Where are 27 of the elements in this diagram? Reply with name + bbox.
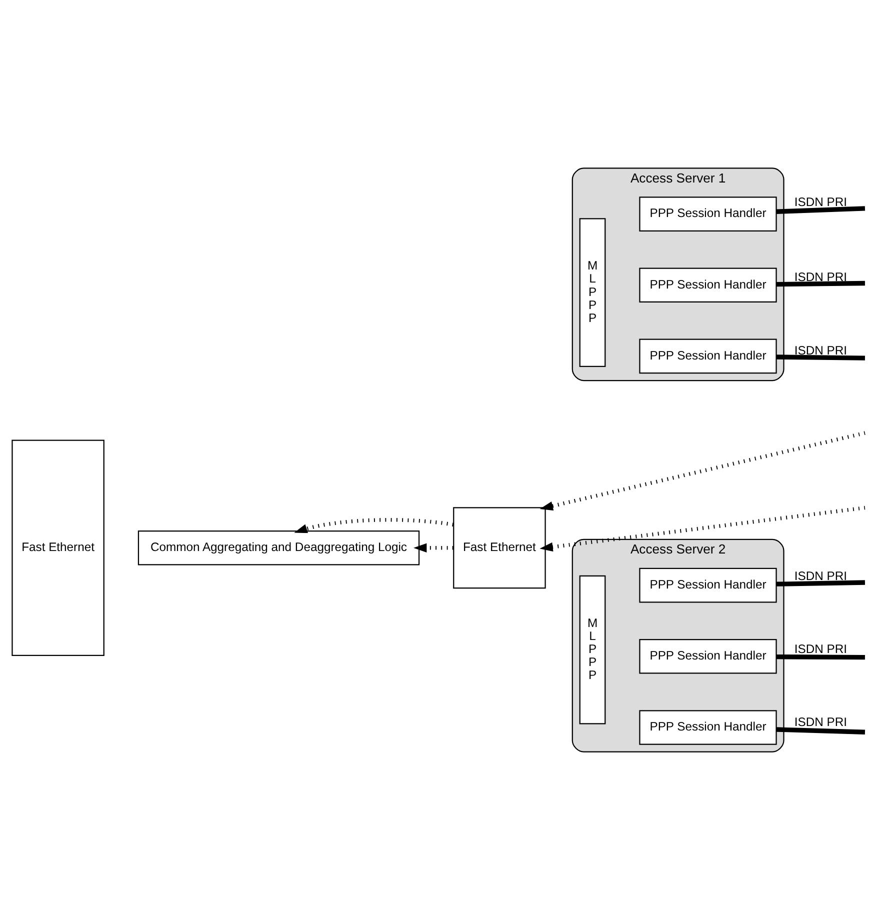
connector [776,654,865,660]
node-box: PPP Session Handler [639,568,777,603]
arrow [294,518,454,534]
node-box: M L P P P [579,575,606,724]
connector [776,280,865,287]
connector [776,354,865,360]
node-box: PPP Session Handler [639,268,777,303]
node-box: PPP Session Handler [639,639,777,674]
connector [776,206,866,214]
node-box: M L P P P [579,218,606,368]
node-box: Fast Ethernet [12,440,104,656]
edge-label: ISDN PRI [794,642,847,656]
node-box: PPP Session Handler [639,710,777,745]
arrow [540,431,866,510]
edge-label: ISDN PRI [794,714,847,729]
node-box: PPP Session Handler [639,338,777,374]
edge-label: ISDN PRI [794,344,847,358]
connector [776,580,866,586]
edge-label: ISDN PRI [794,569,847,584]
node-box: Fast Ethernet [453,507,546,589]
edge-label: ISDN PRI [794,270,847,284]
arrow [414,543,454,552]
connector [776,727,866,734]
node-box: PPP Session Handler [639,196,777,232]
node-box: Common Aggregating and Deaggregating Logic [138,530,420,566]
arrow [540,506,866,552]
edge-label: ISDN PRI [794,195,847,210]
